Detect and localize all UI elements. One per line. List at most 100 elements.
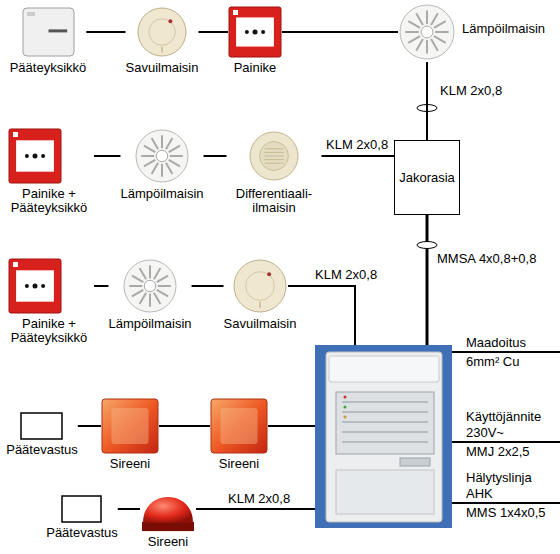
cable-connector <box>86 31 125 33</box>
call-point-picture <box>228 6 282 58</box>
cable-marker <box>417 242 437 249</box>
smoke-detector-picture <box>135 6 189 58</box>
call-point-end-unit: Painike + Pääteyksikkö <box>4 128 94 215</box>
device-label: Sireeni <box>101 457 159 471</box>
rate-of-rise-detector-picture <box>248 128 300 184</box>
cable-connector <box>282 31 398 33</box>
alarm-line-cable <box>452 502 560 504</box>
supply-cable <box>452 441 560 443</box>
cable-type: 6mm² Cu <box>466 355 519 369</box>
call-point-end-unit-picture <box>8 258 62 314</box>
siren-cable <box>268 425 315 427</box>
cable-connector <box>322 155 395 157</box>
smoke-detector: Savuilmaisin <box>126 6 199 75</box>
label-block: Pääteyksikkö <box>10 61 87 75</box>
junction-box: Jakorasia <box>394 140 460 215</box>
device-label: Savuilmaisin <box>126 61 199 75</box>
connection-name: Käyttöjännite <box>466 410 541 424</box>
connection-name: Maadoitus <box>466 336 526 350</box>
connector-group <box>78 32 427 509</box>
terminal-resistor-picture <box>61 495 102 523</box>
label-block: Lämpöilmaisin <box>108 317 191 331</box>
siren-picture <box>140 486 196 532</box>
device-label: Painike + Pääteyksikkö <box>4 187 94 215</box>
cable-type: KLM 2x0,8 <box>440 84 502 98</box>
heat-detector: Lämpöilmaisin <box>108 258 191 331</box>
smoke-detector: Savuilmaisin <box>224 258 297 331</box>
call-point: Painike <box>228 6 282 75</box>
cable-connector <box>159 425 210 427</box>
call-point-end-unit-picture <box>8 128 62 184</box>
device-label: Painike + Pääteyksikkö <box>4 317 94 345</box>
siren-picture <box>210 398 268 454</box>
device-label: Savuilmaisin <box>224 317 297 331</box>
device-label: Lämpöilmaisin <box>108 317 191 331</box>
device-label: Differentiaali-ilmaisin <box>227 187 322 215</box>
device-label: Lämpöilmaisin <box>462 22 545 36</box>
cable-connector <box>426 62 428 140</box>
cable-type: KLM 2x0,8 <box>315 268 377 282</box>
label-block: Painike + Pääteyksikkö <box>4 317 94 345</box>
call-point-end-unit: Painike + Pääteyksikkö <box>4 258 94 345</box>
cable-connector <box>204 155 227 157</box>
siren: Sireeni <box>210 398 268 471</box>
cable-connector <box>94 155 120 157</box>
label-block: Päätevastus <box>46 526 118 540</box>
siren-picture <box>101 398 159 454</box>
control-panel <box>315 345 452 528</box>
terminal-resistor: Päätevastus <box>46 495 118 540</box>
device-label: Sireeni <box>210 457 268 471</box>
heat-detector-picture <box>121 258 179 314</box>
heat-detector-picture <box>134 128 190 184</box>
siren: Sireeni <box>101 398 159 471</box>
trunk-cable <box>426 215 429 345</box>
connection-name: AHK <box>466 487 493 501</box>
label-block: Päätevastus <box>6 443 78 457</box>
cable-type: MMJ 2x2,5 <box>466 445 530 459</box>
siren-cable <box>196 508 315 510</box>
label-block: Painike <box>228 61 282 75</box>
earth-cable <box>452 351 560 353</box>
label-block: Painike + Pääteyksikkö <box>4 187 94 215</box>
device-label: Päätevastus <box>6 443 78 457</box>
device-label: Painike <box>228 61 282 75</box>
label-block: Savuilmaisin <box>126 61 199 75</box>
device-label: Sireeni <box>140 535 196 549</box>
cable-connector <box>78 425 101 427</box>
siren: Sireeni <box>140 486 196 549</box>
loop-cable <box>288 286 355 345</box>
device-label: Jakorasia <box>399 171 455 185</box>
cable-wires <box>196 215 560 509</box>
label-block: Lämpöilmaisin <box>462 2 545 36</box>
cable-type: KLM 2x0,8 <box>326 138 388 152</box>
rate-of-rise-detector: Differentiaali-ilmaisin <box>227 128 322 215</box>
heat-detector: Lämpöilmaisin <box>120 128 203 201</box>
smoke-detector-picture <box>232 258 288 314</box>
heat-detector-picture <box>398 2 456 62</box>
label-block: Savuilmaisin <box>224 317 297 331</box>
voltage-value: 230V~ <box>466 426 504 440</box>
label-block: Jakorasia <box>399 171 455 185</box>
cable-type: MMS 1x4x0,5 <box>466 506 545 520</box>
device-label: Lämpöilmaisin <box>120 187 203 201</box>
terminal-resistor-picture <box>20 412 63 440</box>
device-label: Pääteyksikkö <box>10 61 87 75</box>
cable-type: KLM 2x0,8 <box>228 492 290 506</box>
cable-connector <box>192 285 224 287</box>
end-unit-picture <box>21 6 76 58</box>
heat-detector: Lämpöilmaisin <box>398 2 545 62</box>
label-block: Differentiaali-ilmaisin <box>227 187 322 215</box>
label-block: Sireeni <box>101 457 159 471</box>
cable-connector <box>94 285 108 287</box>
terminal-resistor: Päätevastus <box>6 412 78 457</box>
end-unit: Pääteyksikkö <box>10 6 87 75</box>
label-block: Lämpöilmaisin <box>120 187 203 201</box>
cable-type: MMSA 4x0,8+0,8 <box>437 252 536 266</box>
cable-connector <box>198 31 228 33</box>
label-block: Sireeni <box>140 535 196 549</box>
label-block: Sireeni <box>210 457 268 471</box>
cable-connector <box>118 508 140 510</box>
connection-name: Hälytyslinja <box>466 471 532 485</box>
